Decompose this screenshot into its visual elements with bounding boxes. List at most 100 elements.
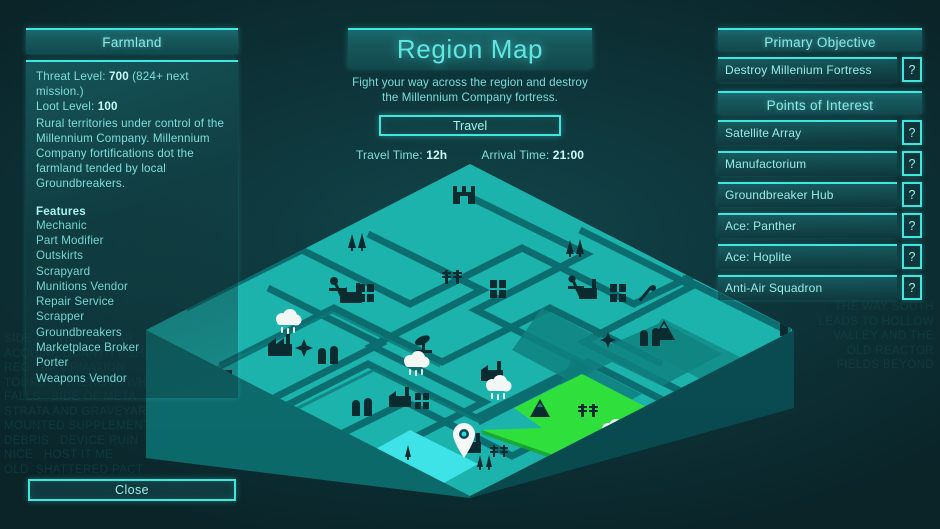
crops-icon	[578, 404, 598, 417]
trees-icon	[348, 233, 366, 251]
trees-icon	[477, 455, 492, 470]
rain-cloud-icon	[404, 351, 430, 376]
scrap-icon	[638, 285, 656, 302]
resource-sparkle-icon	[295, 339, 313, 357]
feature-item: Munitions Vendor	[36, 279, 128, 293]
help-icon[interactable]: ?	[902, 244, 922, 269]
rain-cloud-icon	[486, 375, 512, 400]
fortress-icon	[453, 186, 475, 204]
buildings-icon	[415, 393, 429, 409]
factory-icon	[579, 279, 597, 299]
silos-icon	[352, 398, 372, 416]
point-of-interest-row[interactable]: Anti-Air Squadron?	[718, 275, 922, 300]
page-title: Region Map	[396, 33, 544, 64]
feature-item: Scrapper	[36, 310, 85, 324]
region-map-title-bar: Region Map	[348, 28, 592, 68]
travel-button[interactable]: Travel	[379, 115, 561, 136]
feature-item: Outskirts	[36, 249, 84, 263]
feature-item: Scrapyard	[36, 264, 91, 278]
travel-time: Travel Time: 12h	[356, 148, 447, 162]
help-icon[interactable]: ?	[902, 151, 922, 176]
help-icon[interactable]: ?	[902, 213, 922, 238]
region-map-subtitle: Fight your way across the region and des…	[352, 76, 588, 104]
point-of-interest-row[interactable]: Ace: Panther?	[718, 213, 922, 238]
point-of-interest-button[interactable]: Ace: Hoplite	[718, 244, 897, 269]
points-of-interest-list: Satellite Array?Manufactorium?Groundbrea…	[718, 120, 922, 300]
help-icon[interactable]: ?	[902, 57, 922, 82]
threat-level-value: 700	[109, 70, 129, 83]
point-of-interest-row[interactable]: Manufactorium?	[718, 151, 922, 176]
feature-item: Marketplace Broker	[36, 341, 140, 354]
travel-time-value: 12h	[426, 148, 448, 162]
section-spacer	[718, 82, 922, 91]
point-of-interest-label: Groundbreaker Hub	[725, 188, 834, 202]
arrival-time: Arrival Time: 21:00	[481, 148, 584, 162]
primary-objective-header: Primary Objective	[718, 28, 922, 51]
point-of-interest-label: Anti-Air Squadron	[725, 281, 823, 295]
objectives-panel: Primary Objective Destroy Millenium Fort…	[718, 28, 922, 300]
points-of-interest-header: Points of Interest	[718, 91, 922, 114]
features-header: Features	[36, 204, 86, 218]
resource-sparkle-icon	[600, 332, 616, 348]
current-position-marker[interactable]	[453, 423, 475, 458]
point-of-interest-button[interactable]: Groundbreaker Hub	[718, 182, 897, 207]
point-of-interest-row[interactable]: Ace: Hoplite?	[718, 244, 922, 269]
point-of-interest-button[interactable]: Manufactorium	[718, 151, 897, 176]
threat-level-line: Threat Level: 700 (824+ next mission.)	[36, 69, 229, 99]
primary-objective-header-label: Primary Objective	[764, 35, 876, 50]
factory-icon	[389, 387, 411, 407]
feature-item: Porter	[36, 356, 69, 370]
tile-target-objective[interactable]	[514, 374, 652, 432]
travel-time-label: Travel Time:	[356, 148, 423, 162]
loot-level-label: Loot Level:	[36, 100, 95, 114]
close-button-label: Close	[115, 483, 149, 497]
point-of-interest-label: Ace: Panther	[725, 219, 797, 233]
factory-icon	[481, 361, 503, 381]
map-graphic[interactable]	[142, 158, 798, 498]
buildings-icon	[490, 280, 506, 298]
threat-level-note: (824+ next mission.)	[36, 70, 189, 99]
help-icon[interactable]: ?	[902, 275, 922, 300]
mountain-icon	[530, 399, 550, 417]
region-details-body: Threat Level: 700 (824+ next mission.) L…	[26, 60, 238, 398]
satellite-dish-icon	[414, 335, 432, 353]
mountain-icon	[653, 320, 675, 340]
tile-current-position[interactable]	[374, 430, 478, 484]
buildings-icon	[610, 284, 626, 302]
point-of-interest-label: Satellite Array	[725, 126, 802, 140]
rain-cloud-icon	[276, 309, 302, 334]
region-description: Rural territories under control of the M…	[36, 116, 225, 191]
point-of-interest-row[interactable]: Groundbreaker Hub?	[718, 182, 922, 207]
factory-icon	[461, 433, 481, 453]
feature-item: Part Modifier	[36, 233, 104, 247]
points-of-interest-header-label: Points of Interest	[766, 98, 874, 113]
region-name: Farmland	[102, 35, 162, 50]
trees-icon	[405, 445, 411, 460]
close-button[interactable]: Close	[28, 479, 236, 501]
trees-icon	[566, 239, 584, 257]
point-of-interest-row[interactable]: Satellite Array?	[718, 120, 922, 145]
feature-item: Mechanic	[36, 218, 87, 232]
arrival-time-value: 21:00	[552, 148, 584, 162]
threat-level-label: Threat Level:	[36, 70, 106, 83]
primary-objective-button[interactable]: Destroy Millenium Fortress	[718, 57, 897, 82]
feature-item: Repair Service	[36, 295, 115, 309]
help-icon[interactable]: ?	[902, 120, 922, 145]
factory-icon	[268, 334, 292, 356]
feature-item: Weapons Vendor	[36, 371, 127, 385]
primary-objective-label: Destroy Millenium Fortress	[725, 63, 872, 77]
loot-level-line: Loot Level: 100	[36, 99, 229, 114]
help-icon[interactable]: ?	[902, 182, 922, 207]
region-name-header: Farmland	[26, 28, 238, 54]
isometric-map[interactable]	[142, 158, 798, 498]
primary-objective-row[interactable]: Destroy Millenium Fortress ?	[718, 57, 922, 82]
feature-item: Groundbreakers	[36, 325, 122, 339]
point-of-interest-label: Ace: Hoplite	[725, 250, 792, 264]
point-of-interest-button[interactable]: Ace: Panther	[718, 213, 897, 238]
silos-icon	[318, 346, 338, 364]
arrival-time-label: Arrival Time:	[481, 148, 550, 162]
point-of-interest-button[interactable]: Anti-Air Squadron	[718, 275, 897, 300]
crops-icon	[442, 270, 462, 284]
point-of-interest-button[interactable]: Satellite Array	[718, 120, 897, 145]
